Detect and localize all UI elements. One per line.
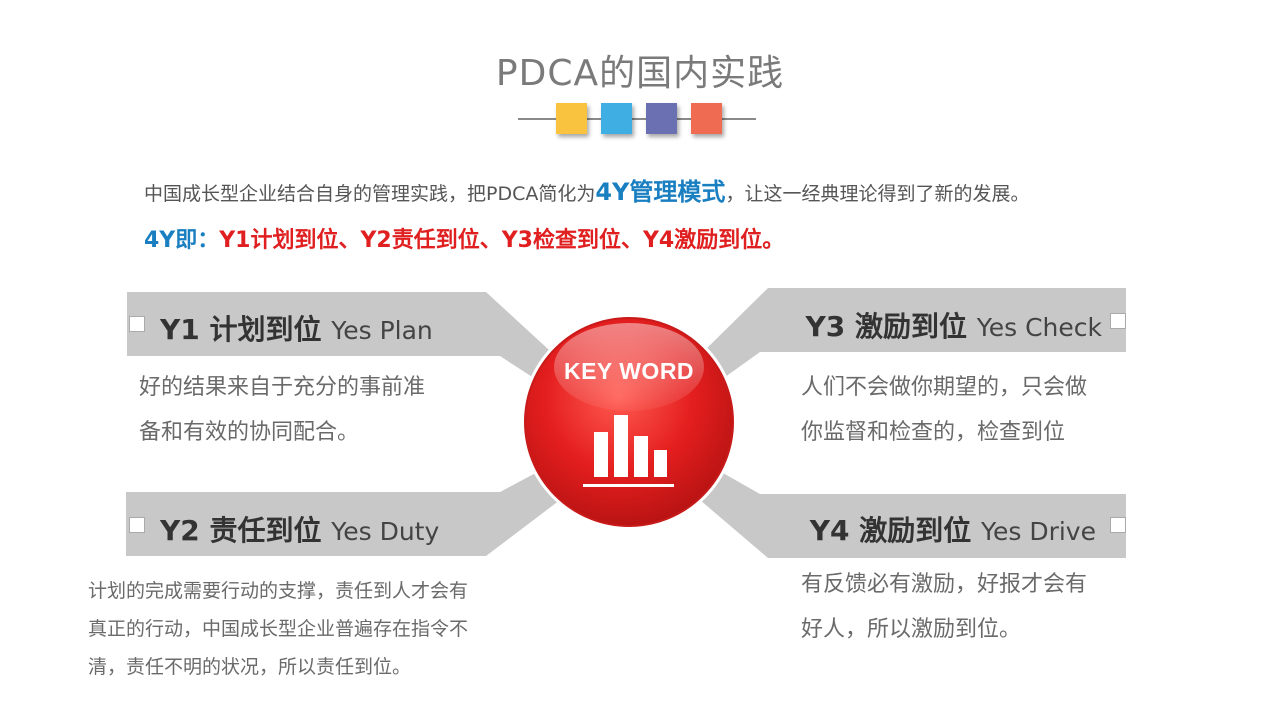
item-y3-title: Y3 激励到位 <box>805 310 968 343</box>
decor-square-purple <box>646 103 677 134</box>
summary-prefix: 4Y即： <box>144 228 220 253</box>
item-y2-heading: Y2 责任到位 Yes Duty <box>160 509 439 549</box>
check-marker-y4 <box>1110 517 1126 533</box>
key-word-label: KEY WORD <box>563 358 695 384</box>
four-y-summary: 4Y即：Y1计划到位、Y2责任到位、Y3检查到位、Y4激励到位。 <box>144 222 784 254</box>
item-y2-en: Yes Duty <box>331 517 440 546</box>
intro-after: ，让这一经典理论得到了新的发展。 <box>725 183 1030 205</box>
item-y4-line: 有反馈必有激励，好报才会有 <box>801 572 1088 597</box>
item-y1-en: Yes Plan <box>331 316 433 345</box>
item-y2-line: 真正的行动，中国成长型企业普遍存在指令不 <box>88 618 469 640</box>
check-marker-y2 <box>129 517 145 533</box>
band-y1 <box>127 292 560 395</box>
intro-highlight: 4Y管理模式 <box>595 178 726 206</box>
decor-square-blue <box>601 103 632 134</box>
item-y1-heading: Y1 计划到位 Yes Plan <box>160 308 433 348</box>
summary-text: Y1计划到位、Y2责任到位、Y3检查到位、Y4激励到位。 <box>219 228 785 253</box>
item-y3-line: 你监督和检查的，检查到位 <box>801 420 1066 445</box>
item-y3-en: Yes Check <box>976 313 1102 342</box>
item-y2-line: 清，责任不明的状况，所以责任到位。 <box>88 656 412 678</box>
decor-square-orange <box>691 103 722 134</box>
item-y1-body: 好的结果来自于充分的事前准 备和有效的协同配合。 <box>139 365 425 455</box>
item-y2-line: 计划的完成需要行动的支撑，责任到人才会有 <box>88 580 469 602</box>
page-title: PDCA的国内实践 <box>495 53 785 94</box>
decor-square-yellow <box>556 103 587 134</box>
intro-before: 中国成长型企业结合自身的管理实践，把PDCA简化为 <box>144 183 596 205</box>
item-y4-en: Yes Drive <box>981 517 1096 546</box>
item-y1-title: Y1 计划到位 <box>160 313 322 346</box>
item-y3-line: 人们不会做你期望的，只会做 <box>801 375 1088 400</box>
item-y2-body: 计划的完成需要行动的支撑，责任到人才会有 真正的行动，中国成长型企业普遍存在指令… <box>88 572 468 686</box>
band-y4 <box>700 460 1126 558</box>
item-y4-body: 有反馈必有激励，好报才会有 好人，所以激励到位。 <box>801 562 1087 652</box>
title-divider <box>518 118 756 120</box>
item-y1-line: 好的结果来自于充分的事前准 <box>139 375 426 400</box>
bar-chart-icon <box>583 415 674 487</box>
item-y4-title: Y4 激励到位 <box>809 514 972 547</box>
band-y2 <box>126 460 560 556</box>
item-y4-heading: Y4 激励到位 Yes Drive <box>810 509 1096 549</box>
intro-text: 中国成长型企业结合自身的管理实践，把PDCA简化为4Y管理模式，让这一经典理论得… <box>144 172 1029 207</box>
item-y3-body: 人们不会做你期望的，只会做 你监督和检查的，检查到位 <box>801 365 1087 455</box>
item-y2-title: Y2 责任到位 <box>160 514 322 547</box>
item-y1-line: 备和有效的协同配合。 <box>139 420 360 445</box>
check-marker-y1 <box>129 316 145 332</box>
item-y4-line: 好人，所以激励到位。 <box>801 617 1022 642</box>
key-word-ball <box>521 314 737 530</box>
band-y3 <box>700 288 1126 395</box>
item-y3-heading: Y3 激励到位 Yes Check <box>806 305 1102 345</box>
check-marker-y3 <box>1110 313 1126 329</box>
